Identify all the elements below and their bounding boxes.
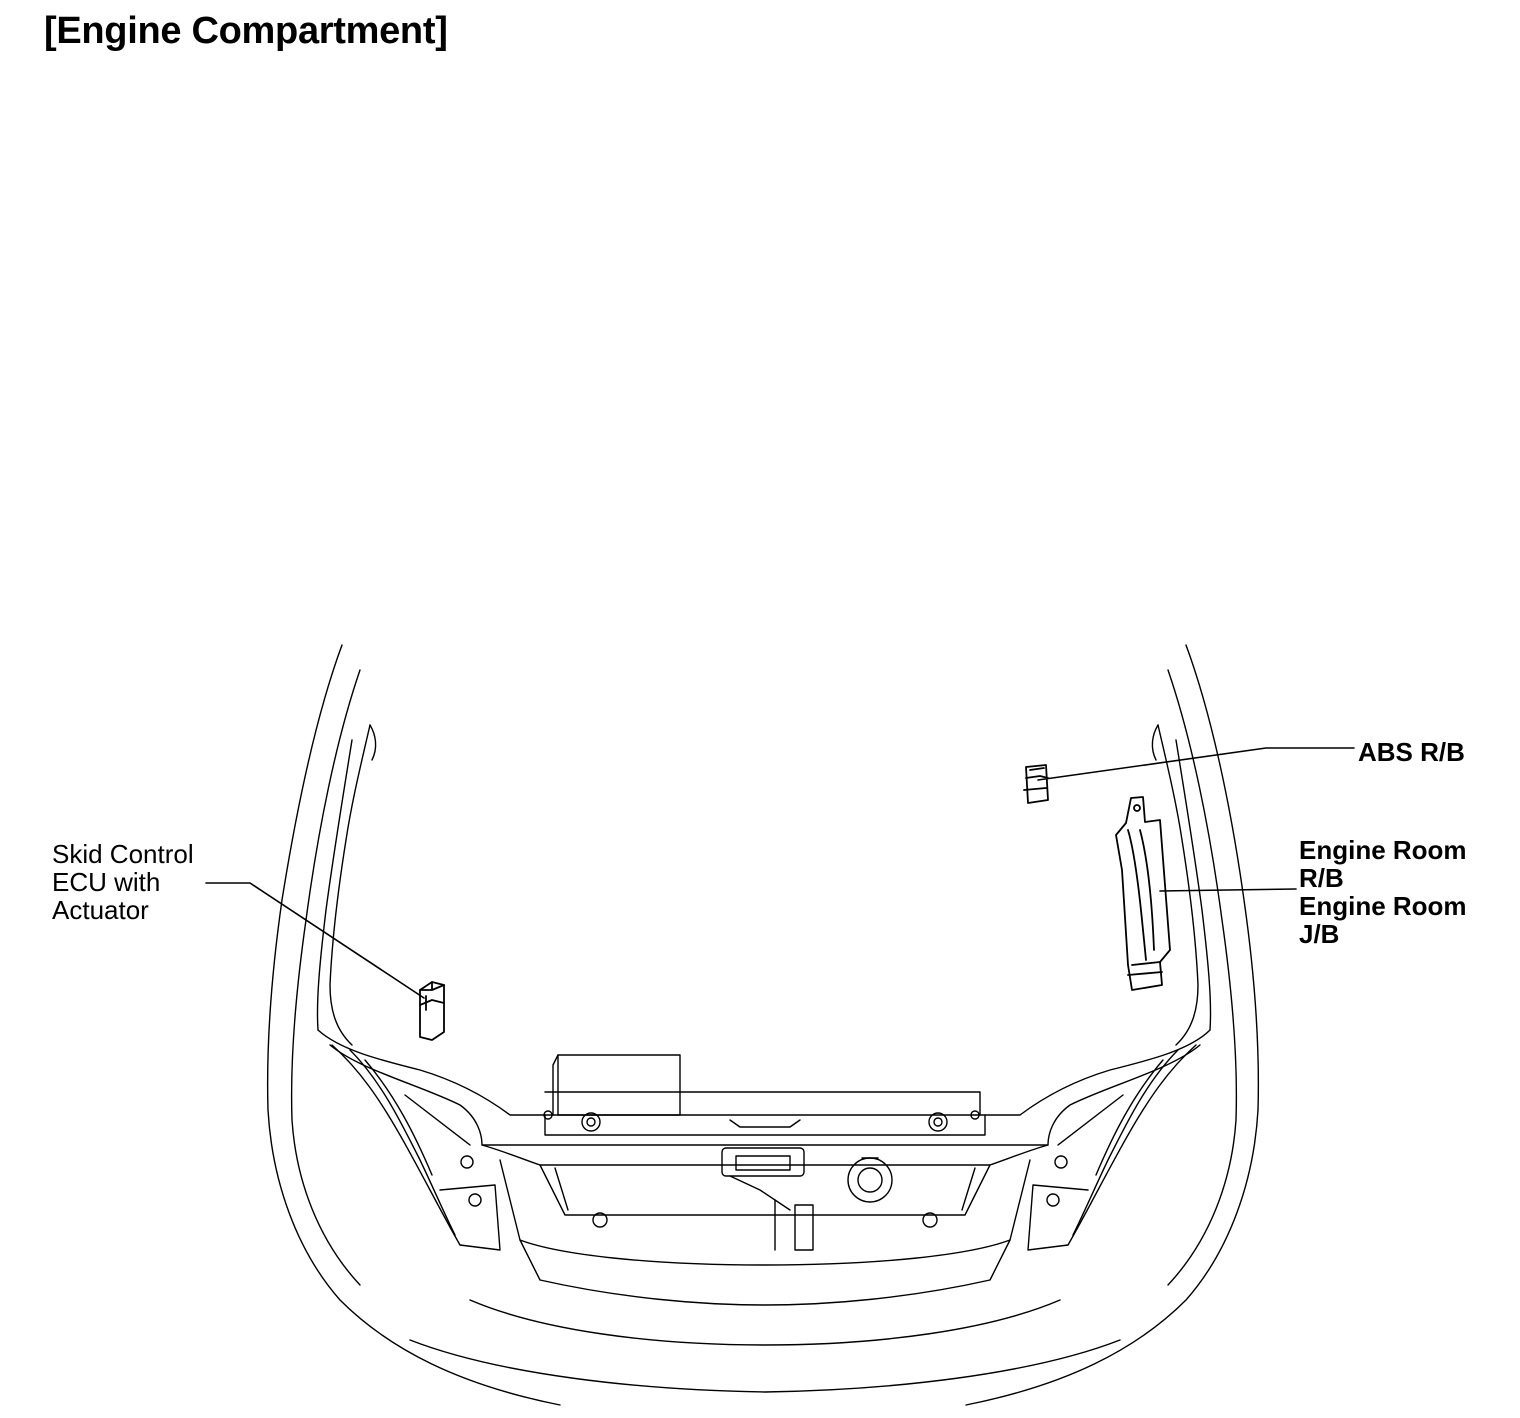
label-skid-control-line-2: ECU with <box>52 867 161 897</box>
engine-room-rb-jb-component <box>1116 797 1170 990</box>
label-engine-room-line-3: Engine Room <box>1299 891 1467 921</box>
label-engine-room-line-1: Engine Room <box>1299 835 1467 865</box>
right-fender-outline <box>966 645 1258 1405</box>
leader-abs-rb <box>1038 748 1354 780</box>
right-headlamp <box>1028 1045 1196 1250</box>
label-engine-room-line-4: J/B <box>1299 919 1340 949</box>
abs-rb-component <box>1024 765 1048 803</box>
left-headlamp <box>332 1045 500 1250</box>
leader-engine-room <box>1160 889 1296 891</box>
label-abs-rb: ABS R/B <box>1358 737 1465 767</box>
label-skid-control-line-1: Skid Control <box>52 839 194 869</box>
label-engine-room-rb-jb: Engine Room R/B Engine Room J/B <box>1299 836 1467 948</box>
leader-lines <box>206 748 1354 998</box>
label-skid-control-ecu: Skid Control ECU with Actuator <box>52 840 194 924</box>
radiator-support <box>318 1030 1210 1145</box>
leader-skid-control <box>206 883 424 998</box>
label-skid-control-line-3: Actuator <box>52 895 149 925</box>
skid-control-ecu-actuator <box>420 982 444 1040</box>
label-engine-room-line-2: R/B <box>1299 863 1344 893</box>
front-bumper <box>410 1145 1120 1392</box>
hood-latch-and-horn <box>544 1111 979 1250</box>
page-title: [Engine Compartment] <box>44 10 448 52</box>
left-fender-outline <box>268 645 560 1405</box>
